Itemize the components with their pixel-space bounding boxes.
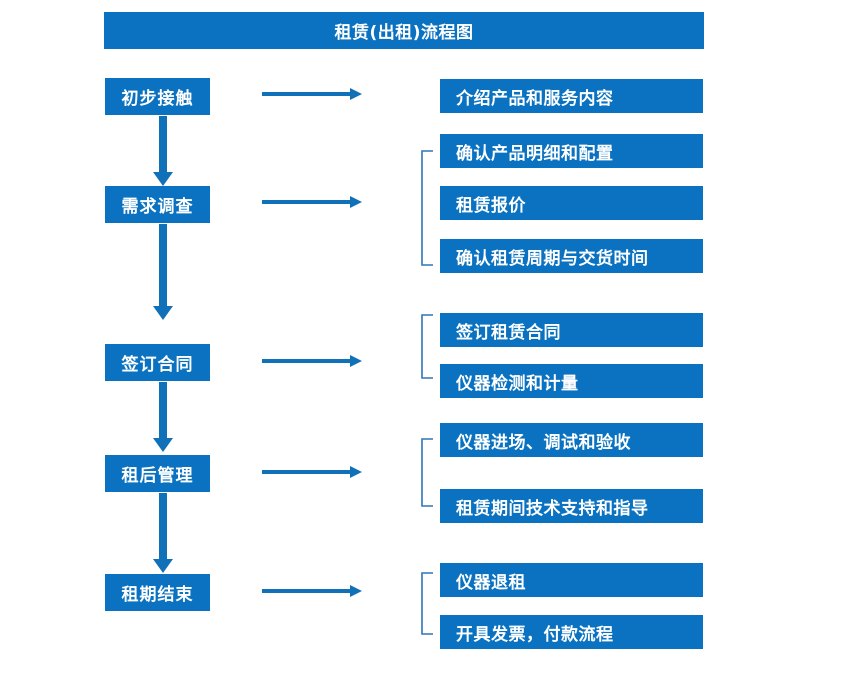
detail-box-2-3[interactable]: 确认租赁周期与交货时间 <box>440 239 703 273</box>
page-title: 租赁(出租)流程图 <box>104 12 704 49</box>
arrow-right-icon-3 <box>262 352 362 370</box>
grouping-bracket-4 <box>421 438 434 507</box>
stage-box-3[interactable]: 签订合同 <box>105 344 210 381</box>
stage-box-5[interactable]: 租期结束 <box>105 574 210 611</box>
detail-box-2-2[interactable]: 租赁报价 <box>440 186 703 220</box>
detail-box-5-2[interactable]: 开具发票，付款流程 <box>440 615 703 649</box>
detail-box-4-2[interactable]: 租赁期间技术支持和指导 <box>440 489 703 523</box>
arrow-right-icon-1 <box>262 85 362 103</box>
arrow-right-icon-5 <box>262 582 362 600</box>
stage-box-1[interactable]: 初步接触 <box>105 78 210 115</box>
arrow-right-icon-2 <box>262 193 362 211</box>
grouping-bracket-2 <box>421 150 434 266</box>
grouping-bracket-5 <box>421 572 434 635</box>
detail-box-2-1[interactable]: 确认产品明细和配置 <box>440 134 703 168</box>
detail-box-3-1[interactable]: 签订租赁合同 <box>440 313 703 347</box>
arrow-right-icon-4 <box>262 463 362 481</box>
stage-box-4[interactable]: 租后管理 <box>105 455 210 492</box>
arrow-down-icon-3 <box>148 382 178 452</box>
stage-box-2[interactable]: 需求调查 <box>105 186 210 223</box>
detail-box-3-2[interactable]: 仪器检测和计量 <box>440 364 703 398</box>
arrow-down-icon-2 <box>148 224 178 320</box>
detail-box-1-1[interactable]: 介绍产品和服务内容 <box>440 79 703 113</box>
arrow-down-icon-1 <box>148 116 178 186</box>
grouping-bracket-3 <box>421 314 434 379</box>
arrow-down-icon-4 <box>148 493 178 573</box>
detail-box-4-1[interactable]: 仪器进场、调试和验收 <box>440 423 703 457</box>
detail-box-5-1[interactable]: 仪器退租 <box>440 563 703 597</box>
